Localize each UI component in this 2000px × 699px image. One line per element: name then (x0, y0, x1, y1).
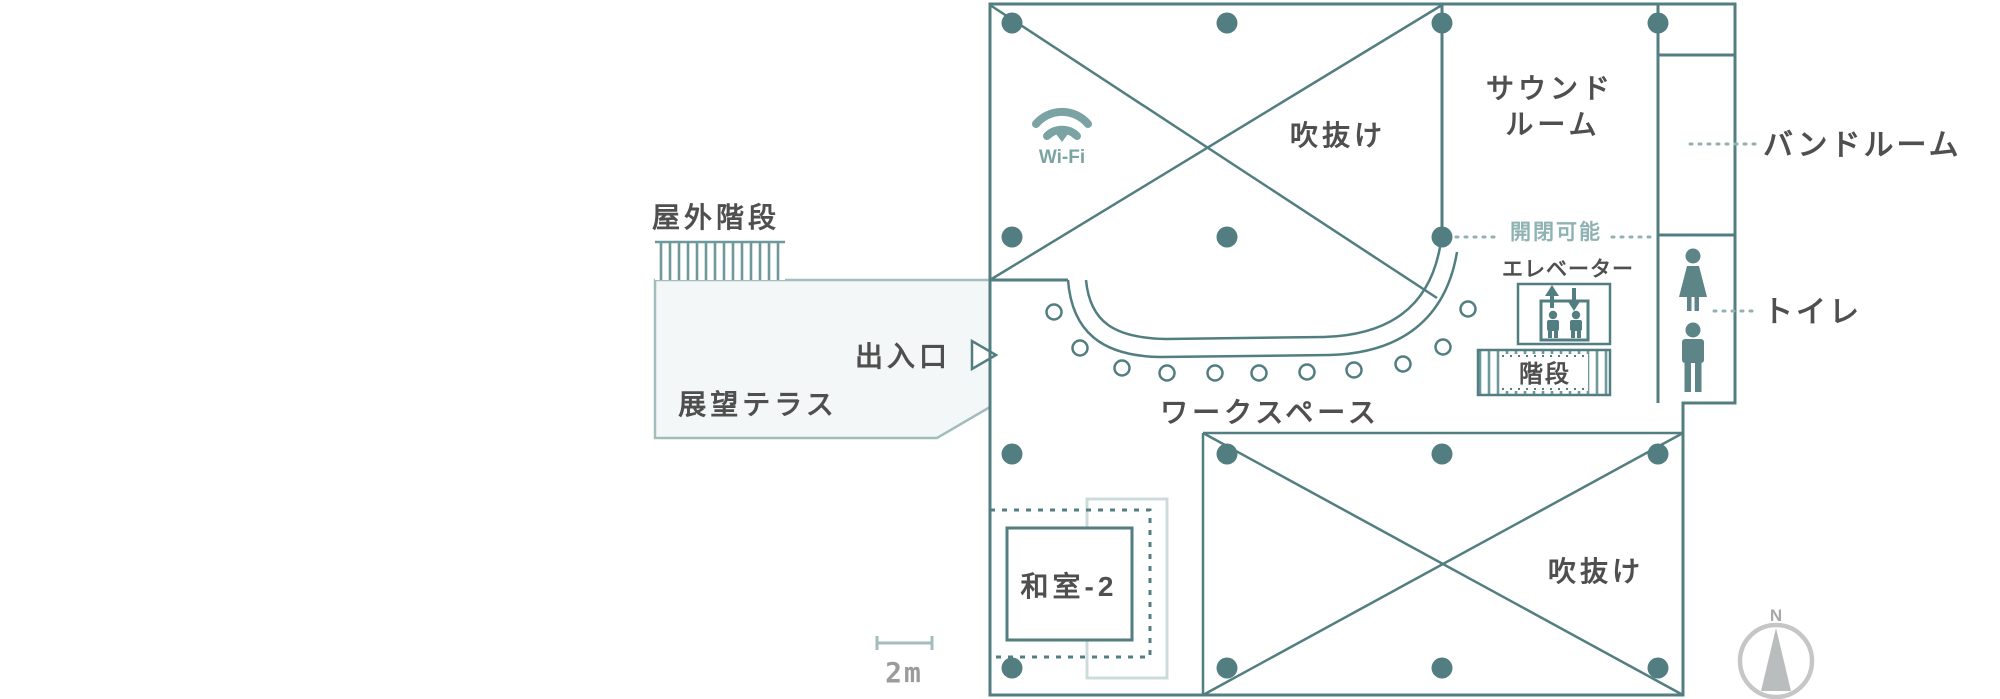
atrium-bottom-box (1201, 431, 1684, 697)
walls (988, 2, 1737, 697)
stool-circle (1045, 303, 1063, 321)
atrium-bottom-label: 吹抜け (1548, 556, 1644, 587)
entrance-triangle-icon (970, 338, 999, 372)
washitsu-dotted-boundary (990, 508, 1152, 659)
compass-north-label: N (1770, 606, 1782, 625)
sound-room: サウンド ルーム (1486, 73, 1614, 140)
compass-circle (1737, 622, 1815, 699)
column-dot (1431, 443, 1453, 465)
side-annotations: バンドルーム トイレ (1688, 129, 1962, 329)
wifi-icon (1032, 107, 1092, 142)
indoor-stairs: 階段 (1476, 348, 1612, 397)
atrium-top-box (989, 3, 1443, 300)
counter-outer-edge (1066, 251, 1459, 359)
column-dot (1431, 657, 1453, 679)
outdoor-stairs-hatch (655, 242, 785, 280)
wifi-label: Wi-Fi (1039, 147, 1085, 168)
band-room-label: バンドルーム (1763, 129, 1962, 162)
column-dot (1001, 443, 1023, 465)
column-dot (1431, 226, 1453, 248)
sound-room-label-line1: サウンド (1486, 73, 1614, 104)
stairs-label: 階段 (1519, 360, 1571, 388)
column-dot (1001, 12, 1023, 34)
stool-circle (1434, 338, 1452, 356)
stool-circle (1394, 355, 1412, 373)
workspace-label: ワークスペース (1160, 397, 1380, 428)
column-dot (1216, 12, 1238, 34)
sound-room-label-line2: ルーム (1505, 109, 1600, 140)
openable-partition: 開閉可能 (1454, 220, 1656, 244)
toilet-label: トイレ (1763, 296, 1862, 329)
outdoor-stairs-label: 屋外階段 (652, 201, 780, 233)
column-dot (1216, 657, 1238, 679)
stool-circle (1071, 339, 1089, 357)
terrace-area: 屋外階段 展望テラス 出入口 (652, 201, 999, 440)
column-dot (1216, 443, 1238, 465)
scale-bar: 2m (875, 636, 934, 689)
scale-label: 2m (885, 656, 923, 689)
column-dot (1216, 226, 1238, 248)
stool-circle (1345, 361, 1363, 379)
stool-circle (1158, 364, 1176, 382)
elevator-icon (1539, 285, 1590, 342)
column-dot (1001, 657, 1023, 679)
toilet-room (1679, 248, 1707, 392)
stool-circle (1250, 364, 1268, 382)
stairs-label-plate (1502, 354, 1588, 391)
elevator: エレベーター (1502, 258, 1634, 346)
woman-icon (1679, 248, 1707, 311)
entrance-label: 出入口 (855, 341, 951, 372)
workspace-area: ワークスペース Wi-Fi (1032, 107, 1477, 428)
counter-inner-edge (1084, 246, 1442, 341)
openable-label: 開閉可能 (1510, 220, 1602, 244)
stool-circle (1113, 359, 1131, 377)
compass-icon: N (1737, 606, 1815, 699)
compass-needle (1761, 628, 1791, 691)
washitsu-room: 和室-2 (990, 497, 1169, 680)
elevator-shaft (1516, 282, 1612, 346)
stool-circle (1206, 364, 1224, 382)
stool-circle (1298, 363, 1316, 381)
column-dot (1001, 226, 1023, 248)
terrace-deck (653, 278, 992, 440)
column-dot (1431, 12, 1453, 34)
column-dot (1647, 443, 1669, 465)
terrace-label: 展望テラス (678, 389, 837, 420)
column-dot (1647, 657, 1669, 679)
stool-circles (1045, 300, 1477, 382)
washitsu-box (1005, 526, 1134, 642)
column-dots (1001, 12, 1669, 679)
outer-wall (988, 2, 1737, 697)
elevator-label: エレベーター (1502, 258, 1634, 281)
column-dot (1647, 12, 1669, 34)
stool-circle (1459, 300, 1477, 318)
atrium-top-label: 吹抜け (1290, 120, 1386, 151)
washitsu-label: 和室-2 (1021, 570, 1118, 602)
man-icon (1682, 322, 1704, 392)
